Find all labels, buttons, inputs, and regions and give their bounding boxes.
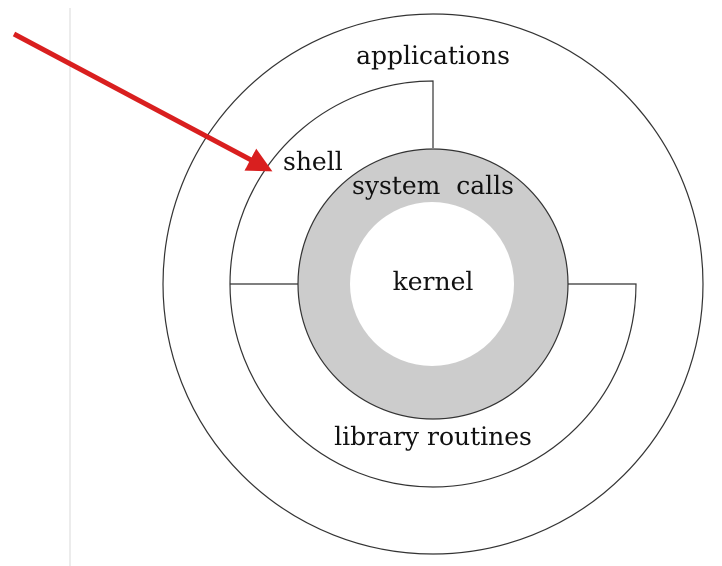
applications-ring <box>162 13 704 555</box>
red-arrow-pointer <box>12 31 273 172</box>
shell-region-border <box>229 80 434 285</box>
applications-label: applications <box>356 41 510 70</box>
system-calls-label: system calls <box>352 171 514 200</box>
shell-label: shell <box>283 147 343 176</box>
kernel-label: kernel <box>393 267 474 296</box>
kernel-core <box>350 202 514 366</box>
library-routines-region-border <box>229 283 637 488</box>
library-routines-label: library routines <box>334 422 532 451</box>
